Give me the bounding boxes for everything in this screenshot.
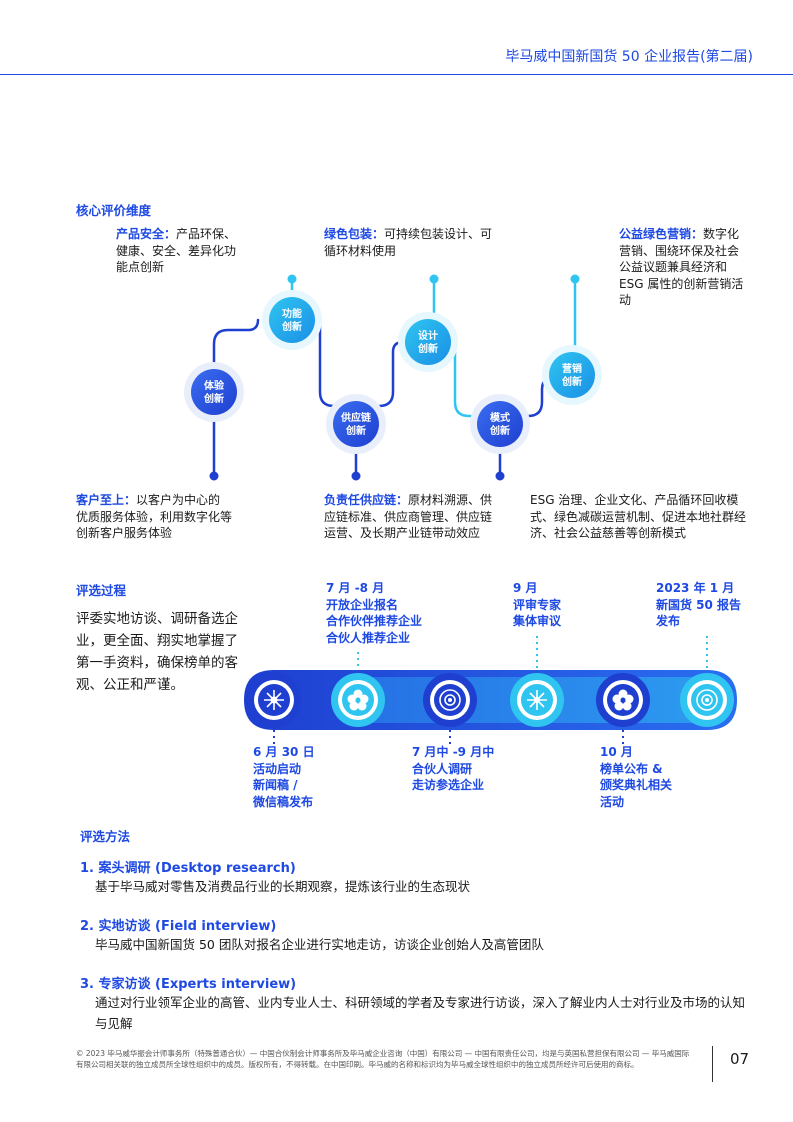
esg-desc: ESG 治理、企业文化、产品循环回收模式、绿色减碳运营机制、促进本地社群经济、社… bbox=[530, 493, 747, 540]
method-2-desc: 毕马威中国新国货 50 团队对报名企业进行实地走访，访谈企业创始人及高管团队 bbox=[95, 937, 544, 952]
green-marketing-desc: 公益绿色营销：数字化营销、围绕环保及社会公益议题兼具经济和 ESG 属性的创新营… bbox=[619, 227, 744, 307]
milestone-jan-2023: 2023 年 1 月新国货 50 报告发布 bbox=[656, 581, 742, 628]
innovation-flow-diagram bbox=[184, 274, 602, 481]
node-label-supply-chain: 供应链创新 bbox=[341, 413, 371, 437]
footer-divider bbox=[712, 1046, 713, 1082]
timeline-node-1 bbox=[247, 673, 301, 727]
process-timeline-chain bbox=[244, 636, 737, 748]
milestone-sep: 9 月评审专家集体审议 bbox=[513, 581, 562, 628]
timeline-node-2 bbox=[331, 673, 385, 727]
report-title: 毕马威中国新国货 50 企业报告(第二届) bbox=[505, 49, 753, 65]
timeline-node-5 bbox=[596, 673, 650, 727]
responsible-supply-desc: 负责任供应链：原材料溯源、供应链标准、供应商管理、供应链运营、及长期产业链带动效… bbox=[324, 493, 493, 540]
node-supply-chain bbox=[326, 394, 386, 454]
method-2-title: 2. 实地访谈 (Field interview) bbox=[80, 919, 277, 934]
methods-title: 评选方法 bbox=[80, 829, 131, 844]
process-title: 评选过程 bbox=[76, 583, 127, 598]
timeline-node-3 bbox=[423, 673, 477, 727]
node-label-model: 模式创新 bbox=[490, 413, 510, 437]
customer-first-desc: 客户至上：以客户为中心的优质服务体验，利用数字化等创新客户服务体验 bbox=[76, 493, 233, 540]
flow-endpoints bbox=[287, 274, 580, 284]
node-marketing bbox=[542, 345, 602, 405]
timeline-node-6 bbox=[680, 673, 734, 727]
node-label-marketing: 营销创新 bbox=[562, 364, 582, 388]
node-model bbox=[470, 394, 530, 454]
milestone-jul-aug: 7 月 -8 月开放企业报名合作伙伴推荐企业合伙人推荐企业 bbox=[326, 581, 423, 645]
milestone-oct: 10 月榜单公布 &颁奖典礼相关活动 bbox=[600, 745, 673, 809]
timeline-node-4 bbox=[510, 673, 564, 727]
milestone-jun-30: 6 月 30 日活动启动新闻稿 /微信稿发布 bbox=[253, 745, 315, 809]
method-3-desc: 通过对行业领军企业的高管、业内专业人士、科研领域的学者及专家进行访谈，深入了解业… bbox=[95, 995, 746, 1031]
node-design bbox=[398, 312, 458, 372]
method-3-title: 3. 专家访谈 (Experts interview) bbox=[80, 977, 297, 992]
header-divider bbox=[0, 74, 793, 75]
process-desc: 评委实地访谈、调研备选企业，更全面、翔实地掌握了第一手资料，确保榜单的客观、公正… bbox=[76, 611, 238, 693]
node-label-design: 设计创新 bbox=[418, 331, 438, 355]
product-safety-desc: 产品安全：产品环保、健康、安全、差异化功能点创新 bbox=[116, 227, 237, 274]
footer-copyright: © 2023 毕马威华振会计师事务所（特殊普通合伙）— 中国合伙制会计师事务所及… bbox=[76, 1049, 690, 1069]
method-1-desc: 基于毕马威对零售及消费品行业的长期观察，提炼该行业的生态现状 bbox=[95, 879, 471, 894]
node-function bbox=[262, 290, 322, 350]
method-1-title: 1. 案头调研 (Desktop research) bbox=[80, 861, 296, 876]
node-label-experience: 体验创新 bbox=[204, 381, 224, 405]
core-dimensions-title: 核心评价维度 bbox=[76, 203, 152, 218]
green-packaging-desc: 绿色包装：可持续包装设计、可循环材料使用 bbox=[324, 227, 493, 258]
node-label-function: 功能创新 bbox=[282, 309, 302, 333]
milestone-mid-jul-sep: 7 月中 -9 月中合伙人调研走访参选企业 bbox=[412, 745, 495, 792]
page-number: 07 bbox=[730, 1050, 750, 1068]
node-experience bbox=[184, 362, 244, 422]
